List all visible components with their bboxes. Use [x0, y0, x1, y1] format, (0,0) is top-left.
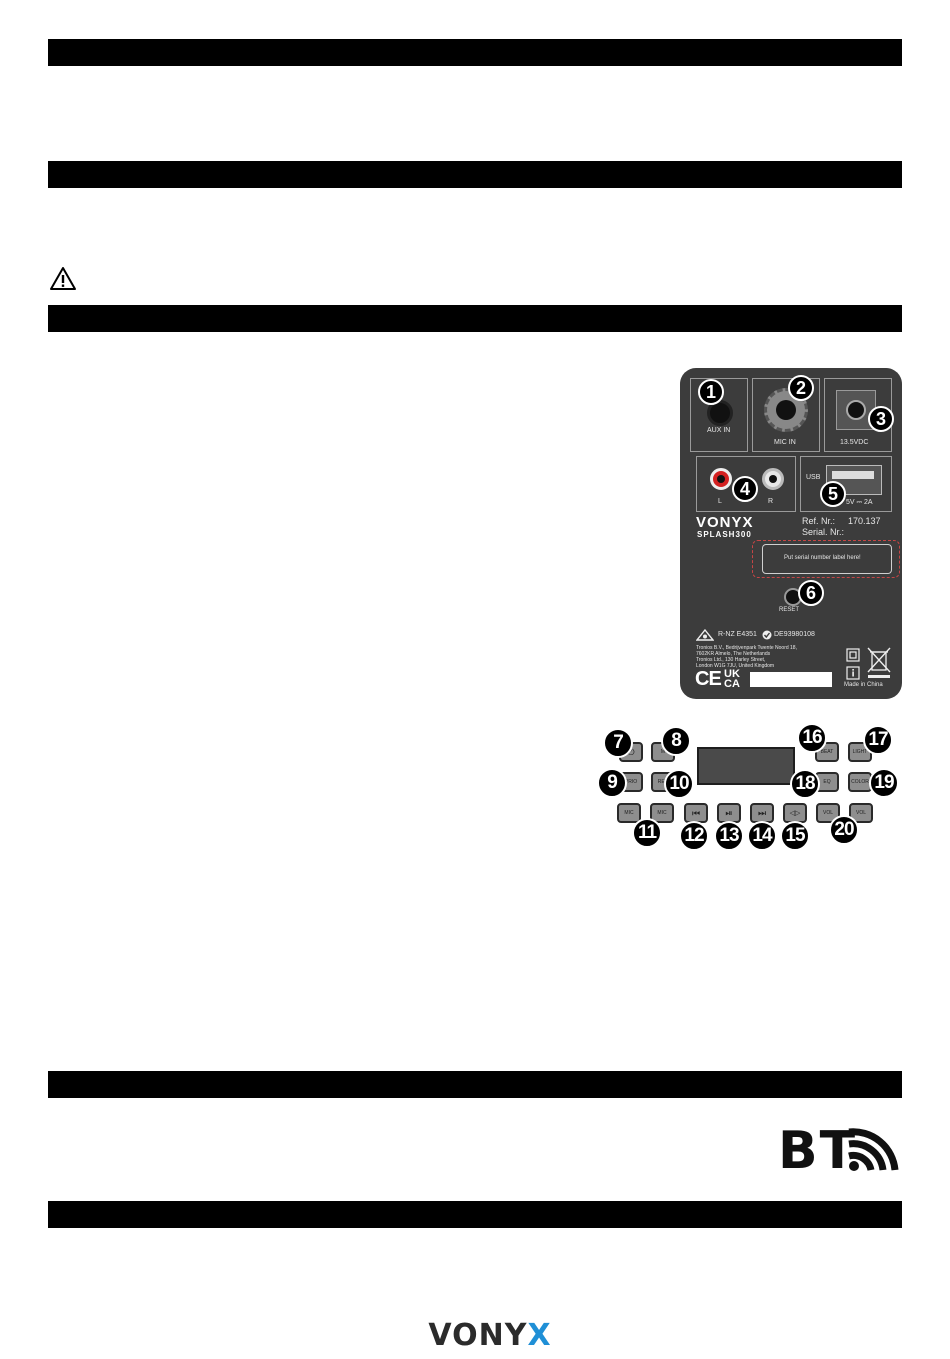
usb-port-tongue: [832, 471, 874, 479]
rca-left-hole: [717, 475, 725, 483]
ce-mark: CE: [695, 668, 722, 690]
rnz-text: R-NZ E4351: [718, 631, 757, 638]
previous-button: ⏮: [684, 803, 708, 823]
rcm-icon: [696, 629, 714, 641]
mic2-button: MIC: [650, 803, 674, 823]
next-button: ⏭: [750, 803, 774, 823]
callout-8: 8: [661, 726, 691, 756]
callout-4: 4: [732, 476, 758, 502]
ref-value: 170.137: [848, 516, 881, 526]
callout-3: 3: [868, 406, 894, 432]
section-header-bar: [48, 1201, 902, 1228]
section-header-bar: [48, 39, 902, 66]
serial-placeholder: Put serial number label here!: [784, 555, 861, 561]
ukca-mark-bottom: CA: [724, 678, 740, 690]
section-header-bar: [48, 305, 902, 332]
warning-icon: [50, 267, 76, 290]
callout-7: 7: [603, 728, 633, 758]
panel-model: SPLASH300: [697, 530, 752, 539]
address-line-2: 7602KR Almelo, The Netherlands: [696, 651, 771, 657]
aux-box: [690, 378, 748, 452]
footer-brand-main: VONY: [428, 1318, 528, 1353]
usb-rating: 5V ⎓ 2A: [846, 499, 873, 506]
address-line-1: Tronios B.V., Bedrijvenpark Twente Noord…: [696, 645, 797, 651]
serial-label-zone: [752, 540, 900, 578]
info-icon: [846, 666, 860, 680]
footer-brand-logo: VONYX: [415, 1318, 565, 1353]
callout-11: 11: [632, 818, 662, 848]
usb-box: [800, 456, 892, 512]
callout-6: 6: [798, 580, 824, 606]
callout-18: 18: [790, 769, 820, 799]
callout-1: 1: [698, 379, 724, 405]
callout-15: 15: [780, 821, 810, 851]
weee-bin-icon: [867, 647, 891, 678]
check-icon: [762, 630, 772, 640]
wireless-signal-icon: [848, 1128, 899, 1171]
ukca-mark-top: UK: [724, 668, 740, 680]
play-pause-button: ⏯: [717, 803, 741, 823]
rca-right-label: R: [768, 498, 774, 505]
panel-brand: VONYX: [696, 514, 754, 531]
link-button: ◁▷: [783, 803, 807, 823]
callout-16: 16: [797, 723, 827, 753]
back-panel-diagram: AUX IN 1 MIC IN 2 13.5VDC 3 L R 4 USB 5V…: [680, 368, 902, 699]
double-insulation-icon: [846, 648, 860, 662]
callout-20: 20: [829, 815, 859, 845]
section-header-bar: [48, 161, 902, 188]
aux-label: AUX IN: [707, 427, 731, 434]
display-screen: [697, 747, 795, 785]
made-in-text: Made in China: [844, 682, 883, 688]
mic1-button: MIC: [617, 803, 641, 823]
serial-label-box: [762, 544, 892, 574]
de-text: DE93980108: [774, 631, 815, 638]
callout-9: 9: [597, 768, 627, 798]
usb-label: USB: [806, 474, 821, 481]
barcode-label: [750, 672, 832, 687]
dc-jack: [846, 400, 866, 420]
mic-label: MIC IN: [774, 439, 796, 446]
eq-button: EQ: [815, 772, 839, 792]
callout-10: 10: [664, 769, 694, 799]
ref-label: Ref. Nr.:: [802, 516, 836, 526]
serial-label: Serial. Nr.:: [802, 527, 845, 537]
callout-2: 2: [788, 375, 814, 401]
address-line-4: London W1G 7JU, United Kingdom: [696, 663, 775, 669]
address-line-3: Tronios Ltd., 130 Harley Street,: [696, 657, 766, 663]
section-header-bar: [48, 1071, 902, 1098]
dc-label: 13.5VDC: [840, 439, 869, 446]
mic-box: [752, 378, 820, 452]
bt-logo-text: BT: [778, 1121, 858, 1181]
callout-17: 17: [863, 725, 893, 755]
callout-13: 13: [714, 821, 744, 851]
rca-right-hole: [769, 475, 777, 483]
callout-14: 14: [747, 821, 777, 851]
callout-5: 5: [820, 481, 846, 507]
mic-jack-hole: [776, 400, 796, 420]
rca-box: [696, 456, 796, 512]
reset-label: RESET: [779, 607, 800, 613]
rca-left-label: L: [718, 498, 722, 505]
callout-19: 19: [869, 768, 899, 798]
footer-brand-x: X: [527, 1318, 552, 1353]
volume-up-button: VOL: [849, 803, 873, 823]
callout-12: 12: [679, 821, 709, 851]
